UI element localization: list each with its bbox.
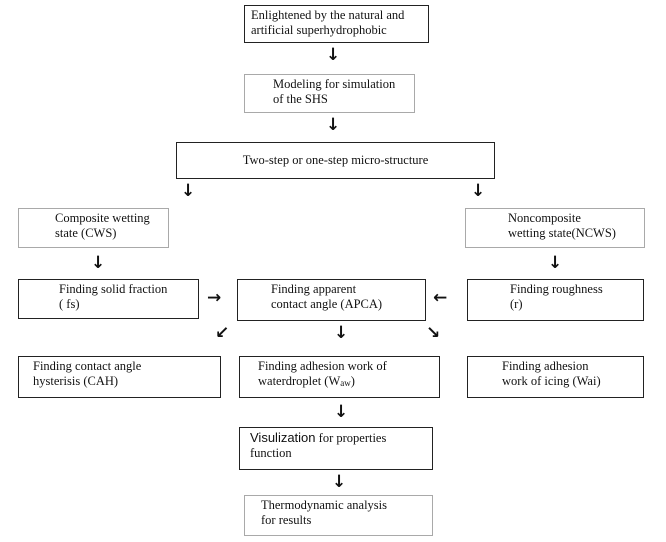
inspiration-box: Enlightened by the natural and artificia… — [244, 5, 429, 43]
ncws-box: Noncomposite wetting state(NCWS) — [465, 208, 645, 248]
arrow-down-icon: ↓ — [334, 323, 349, 343]
arrow-down-icon: ↓ — [334, 402, 349, 422]
solid-fraction-line-1: Finding solid fraction — [59, 282, 168, 296]
arrow-down-icon: ↓ — [326, 45, 341, 65]
adhesion-water-prefix: waterdroplet (W — [258, 374, 341, 388]
roughness-box: Finding roughness (r) — [467, 279, 644, 321]
arrow-down-icon: ↓ — [181, 181, 196, 201]
arrow-down-right-icon: ↘ — [426, 323, 441, 343]
modeling-line-1: Modeling for simulation — [273, 77, 396, 91]
cah-box: Finding contact angle hysterisis (CAH) — [18, 356, 221, 398]
cah-line-2: hysterisis (CAH) — [33, 374, 119, 388]
arrow-right-icon: → — [207, 288, 222, 308]
cws-line-1: Composite wetting — [55, 211, 150, 225]
apca-line-2: contact angle (APCA) — [271, 297, 383, 311]
adhesion-water-line-2: waterdroplet (Waw) — [258, 374, 433, 390]
ncws-line-1: Noncomposite — [508, 211, 581, 225]
arrow-down-left-icon: ↙ — [215, 323, 230, 343]
arrow-down-icon: ↓ — [548, 253, 563, 273]
microstructure-box: Two-step or one-step micro-structure — [176, 142, 495, 179]
ncws-line-2: wetting state(NCWS) — [508, 226, 616, 240]
apca-line-1: Finding apparent — [271, 282, 357, 296]
thermodynamic-line-1: Thermodynamic analysis — [261, 498, 388, 512]
roughness-line-1: Finding roughness — [510, 282, 603, 296]
apca-box: Finding apparent contact angle (APCA) — [237, 279, 426, 321]
solid-fraction-line-2: ( fs) — [59, 297, 80, 311]
cws-line-2: state (CWS) — [55, 226, 117, 240]
thermodynamic-box: Thermodynamic analysis for results — [244, 495, 433, 536]
adhesion-water-box: Finding adhesion work of waterdroplet (W… — [239, 356, 440, 398]
inspiration-line-1: Enlightened by the natural and — [251, 8, 405, 22]
cah-line-1: Finding contact angle — [33, 359, 142, 373]
microstructure-label: Two-step or one-step micro-structure — [242, 153, 429, 167]
visualization-line-2: function — [250, 446, 292, 460]
visualization-rest: for properties — [315, 431, 387, 445]
solid-fraction-box: Finding solid fraction ( fs) — [18, 279, 199, 319]
roughness-line-2: (r) — [510, 297, 523, 311]
modeling-box: Modeling for simulation of the SHS — [244, 74, 415, 113]
arrow-left-icon: ← — [433, 288, 448, 308]
adhesion-water-suffix: ) — [350, 374, 355, 388]
adhesion-water-line-1: Finding adhesion work of — [258, 359, 387, 373]
arrow-down-icon: ↓ — [326, 115, 341, 135]
arrow-down-icon: ↓ — [332, 472, 347, 492]
inspiration-line-2: artificial superhydrophobic — [251, 23, 387, 37]
arrow-down-icon: ↓ — [471, 181, 486, 201]
visualization-bold: Visulization — [250, 430, 316, 445]
visualization-box: Visulization for properties function — [239, 427, 433, 470]
adhesion-icing-line-2: work of icing (Wai) — [502, 374, 601, 388]
adhesion-water-subscript: aw — [340, 378, 351, 388]
adhesion-icing-line-1: Finding adhesion — [502, 359, 589, 373]
visualization-line-1: Visulization for properties — [250, 430, 426, 446]
modeling-line-2: of the SHS — [273, 92, 328, 106]
thermodynamic-line-2: for results — [261, 513, 312, 527]
arrow-down-icon: ↓ — [91, 253, 106, 273]
cws-box: Composite wetting state (CWS) — [18, 208, 169, 248]
adhesion-icing-box: Finding adhesion work of icing (Wai) — [467, 356, 644, 398]
